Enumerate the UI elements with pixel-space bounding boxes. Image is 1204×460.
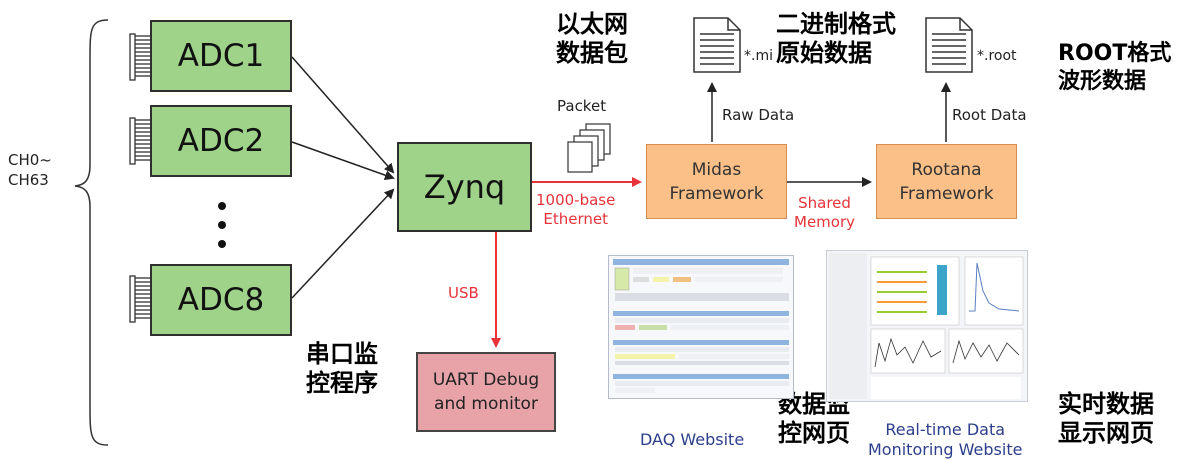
root-waveform-zh-label: ROOT格式 波形数据 xyxy=(1058,41,1172,94)
uart-debug-box: UART Debug and monitor xyxy=(416,352,556,432)
adc2-label: ADC2 xyxy=(177,123,265,159)
realtime-display-web-zh-label: 实时数据 显示网页 xyxy=(1058,390,1154,447)
usb-label: USB xyxy=(448,284,479,302)
binary-raw-data-zh-label: 二进制格式 原始数据 xyxy=(776,10,896,68)
ethernet-label: 1000-base Ethernet xyxy=(536,191,616,228)
arrow-adc1-zynq xyxy=(291,56,395,174)
uart-label: UART Debug and monitor xyxy=(432,370,540,414)
ellipsis-dot xyxy=(218,221,226,229)
rootana-label: Rootana Framework xyxy=(899,159,994,204)
ethernet-packet-zh-label: 以太网 数据包 xyxy=(556,10,628,67)
raw-data-label: Raw Data xyxy=(722,106,795,124)
midas-framework-box: Midas Framework xyxy=(646,144,787,219)
root-file-icon xyxy=(925,17,973,73)
daq-website-graphic xyxy=(613,259,789,393)
daq-website-label: DAQ Website xyxy=(640,430,745,449)
realtime-website-graphic xyxy=(829,253,1024,399)
adc8-box: ADC8 xyxy=(150,264,292,336)
daq-website-thumbnail xyxy=(608,255,794,399)
realtime-website-label: Real-time Data Monitoring Website xyxy=(868,420,1023,459)
channel-label: CH0~ CH63 xyxy=(8,151,52,189)
adc8-connector-pins xyxy=(129,275,150,323)
arrow-adc2-zynq xyxy=(291,141,395,181)
adc8-label: ADC8 xyxy=(177,282,265,318)
ellipsis-dot xyxy=(218,202,226,210)
adc1-box: ADC1 xyxy=(150,20,292,92)
channel-brace xyxy=(74,19,109,446)
adc1-connector-pins xyxy=(129,33,150,81)
adc1-label: ADC1 xyxy=(177,38,265,74)
ellipsis-dot xyxy=(218,240,226,248)
serial-monitor-zh-label: 串口监 控程序 xyxy=(306,340,378,397)
shared-memory-label: Shared Memory xyxy=(794,194,856,231)
root-extension-label: *.root xyxy=(977,48,1017,64)
midas-label: Midas Framework xyxy=(669,159,764,204)
packet-stack-icon xyxy=(567,123,611,173)
adc2-connector-pins xyxy=(129,117,150,165)
realtime-website-thumbnail xyxy=(826,250,1028,402)
mid-extension-label: *.mi xyxy=(744,48,773,64)
zynq-label: Zynq xyxy=(423,168,506,206)
packet-label: Packet xyxy=(557,97,607,115)
adc2-box: ADC2 xyxy=(150,105,292,177)
raw-file-icon xyxy=(693,17,741,73)
root-data-label: Root Data xyxy=(952,106,1027,124)
zynq-box: Zynq xyxy=(397,142,532,232)
arrow-adc8-zynq xyxy=(291,188,395,299)
rootana-framework-box: Rootana Framework xyxy=(876,144,1017,219)
